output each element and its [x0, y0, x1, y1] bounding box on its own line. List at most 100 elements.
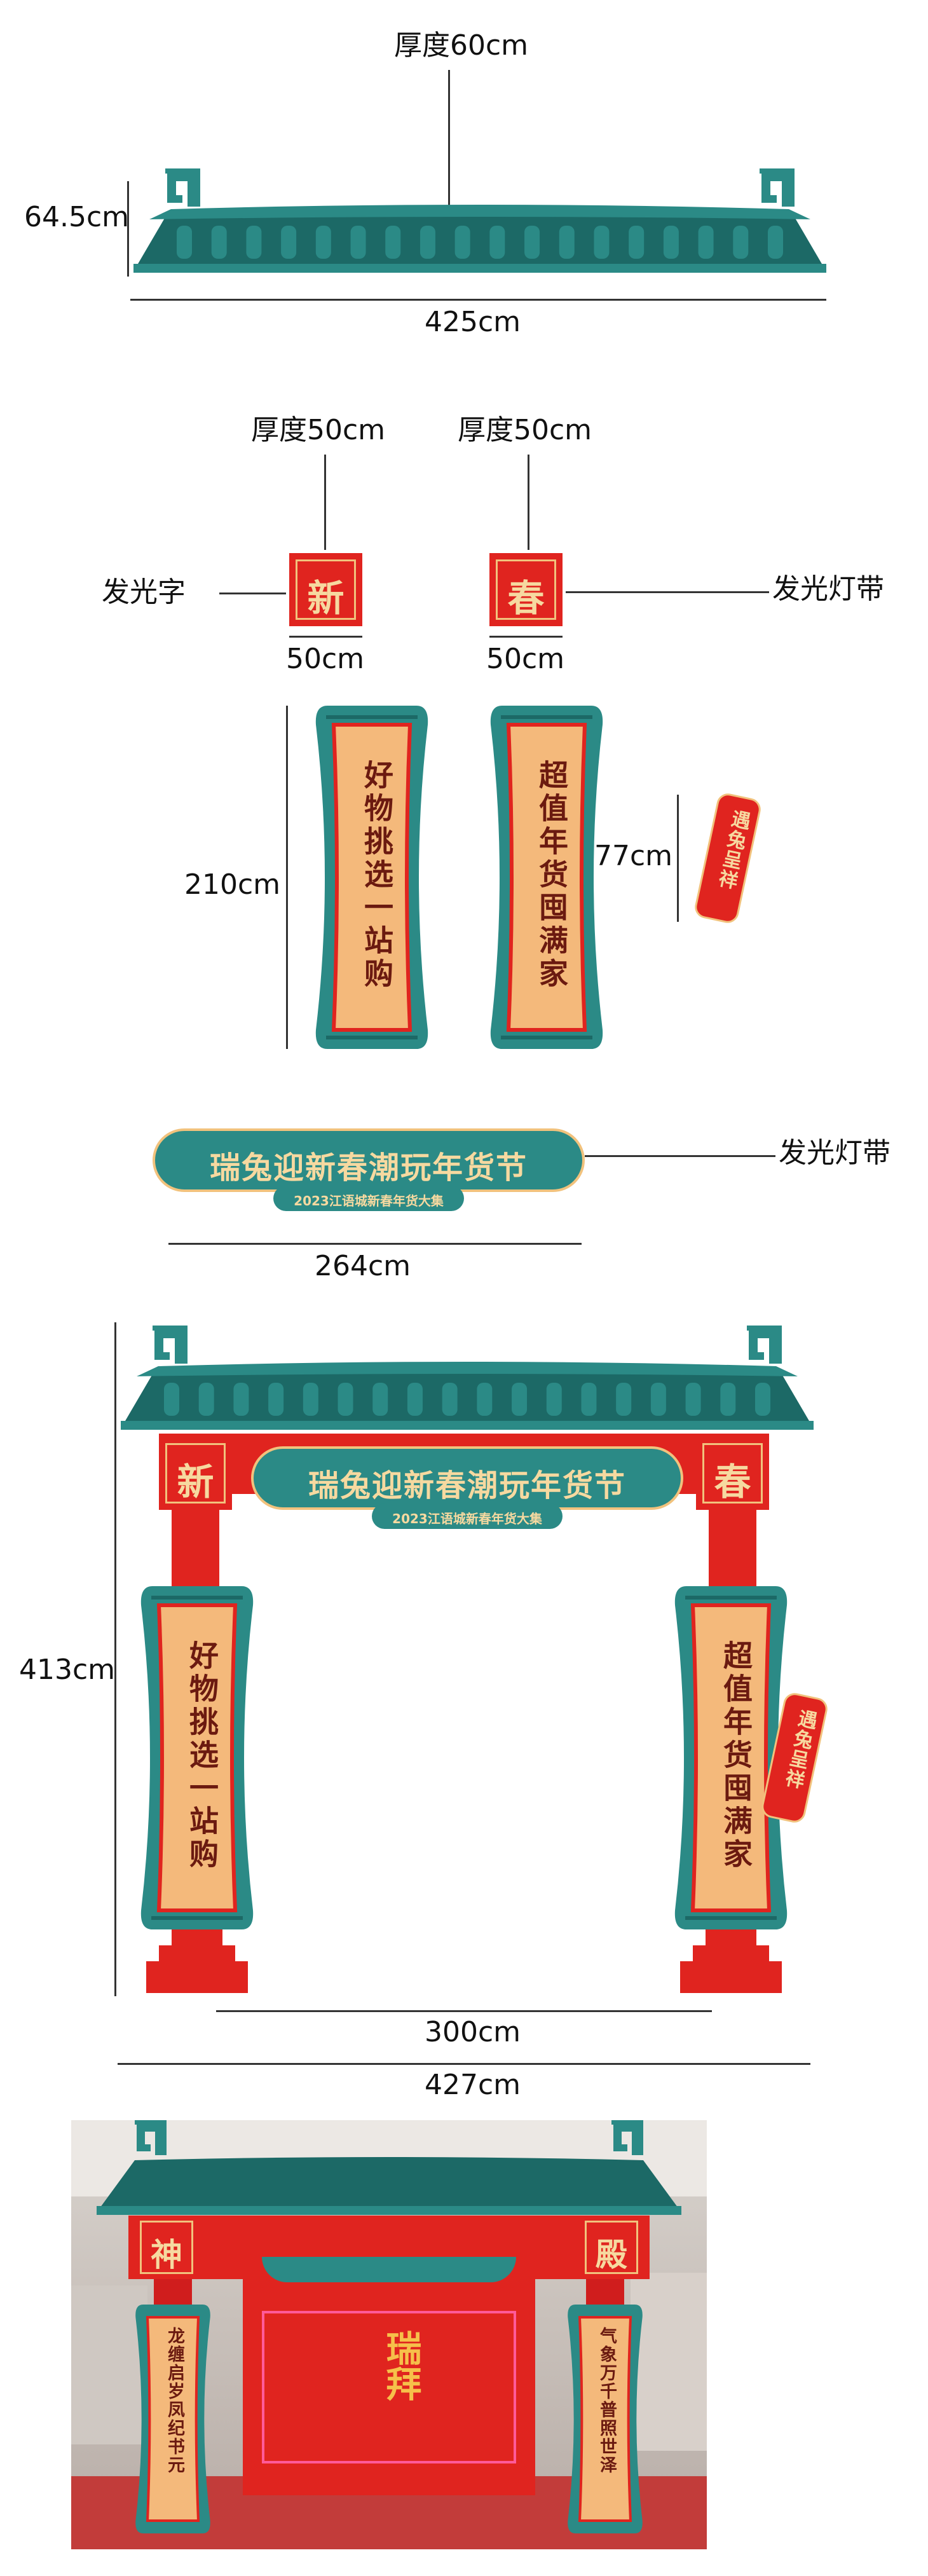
- banner-title: 瑞兔迎新春潮玩年货节: [209, 1150, 528, 1186]
- tag-height-line: [677, 795, 679, 922]
- glow-char-leader: [219, 593, 286, 594]
- gate-inner-width-line: [216, 2010, 712, 2012]
- pillar-right: [490, 706, 603, 1049]
- gate-char-right: 春: [714, 1460, 751, 1504]
- roof-width-label: 425cm: [425, 306, 521, 338]
- lantern-left-thickness-leader: [324, 455, 326, 550]
- photo-sign-right: 殿: [580, 2216, 643, 2279]
- lantern-left-thickness-label: 厚度50cm: [251, 414, 386, 446]
- roof-tile: [663, 226, 679, 259]
- gate-pillar-left: [140, 1586, 254, 1929]
- roof-tile: [559, 226, 575, 259]
- banner-width-line: [168, 1243, 582, 1245]
- roof-tile: [524, 226, 540, 259]
- roof-tile: [372, 1383, 388, 1416]
- roof-tile: [489, 226, 505, 259]
- roof-tile: [650, 1383, 666, 1416]
- photo-pillar-left: [135, 2305, 210, 2533]
- gate-pillar-left-text: 好物挑选一站购: [185, 1640, 219, 1872]
- light-strip-leader-1: [566, 591, 769, 593]
- roof-tile: [616, 1383, 632, 1416]
- roof-tile: [303, 1383, 318, 1416]
- roof-tile: [198, 1383, 214, 1416]
- roof-tile: [685, 1383, 701, 1416]
- roof-tile: [733, 226, 749, 259]
- gate-height-line: [114, 1322, 116, 1996]
- gate-outer-width-label: 427cm: [425, 2069, 521, 2101]
- banner-sign: 瑞兔迎新春潮玩年货节 2023江语城新春年货大集: [153, 1128, 585, 1214]
- roof-tile: [629, 226, 645, 259]
- tag-height-label: 77cm: [594, 840, 673, 872]
- roof-tile: [442, 1383, 458, 1416]
- roof-tile: [268, 1383, 284, 1416]
- lantern-left-width-line: [289, 636, 362, 638]
- pillar-right-text: 超值年货囤满家: [535, 760, 569, 991]
- gate-banner-subtitle: 2023江语城新春年货大集: [392, 1511, 542, 1526]
- roof-tile: [233, 1383, 249, 1416]
- lantern-sign-chun: 春: [489, 553, 563, 626]
- roof-tile: [581, 1383, 597, 1416]
- lantern-right-width-label: 50cm: [486, 643, 565, 675]
- roof-tile: [755, 1383, 770, 1416]
- pillar-height-label: 210cm: [184, 868, 281, 901]
- roof-tile: [454, 226, 470, 259]
- lantern-right-thickness-label: 厚度50cm: [458, 414, 592, 446]
- banner-subtitle: 2023江语城新春年货大集: [294, 1193, 444, 1209]
- roof-thickness-label: 厚度60cm: [394, 29, 529, 62]
- pillar-left: [315, 706, 428, 1049]
- roof-tile: [177, 226, 192, 259]
- roof-graphic: [133, 168, 826, 273]
- lantern-char-xin: 新: [307, 577, 345, 620]
- roof-tile: [477, 1383, 493, 1416]
- pillar-left-text: 好物挑选一站购: [360, 760, 394, 991]
- roof-tile: [211, 226, 227, 259]
- light-strip-leader-2: [585, 1155, 775, 1157]
- roof-tile: [350, 226, 366, 259]
- photo-pillar-right: [568, 2305, 643, 2533]
- gate-inner-width-label: 300cm: [425, 2016, 521, 2048]
- roof-tile: [281, 226, 297, 259]
- roof-tile: [512, 1383, 528, 1416]
- gate-sign-right: 春: [696, 1437, 769, 1510]
- gate-banner-title: 瑞兔迎新春潮玩年货节: [308, 1468, 626, 1504]
- lantern-right-thickness-leader: [528, 455, 529, 550]
- lantern-sign-xin: 新: [289, 553, 362, 626]
- roof-tile: [338, 1383, 353, 1416]
- pillar-height-line: [286, 706, 288, 1049]
- lantern-left-width-label: 50cm: [286, 643, 365, 675]
- photo-char-right: 殿: [596, 2236, 627, 2273]
- lantern-right-width-line: [489, 636, 563, 638]
- light-strip-label-2: 发光灯带: [779, 1137, 890, 1169]
- roof-tile: [246, 226, 262, 259]
- roof-tile: [420, 226, 435, 259]
- roof-tile: [315, 226, 331, 259]
- gate-base-right: [680, 1929, 782, 1993]
- installation-photo: 瑞拜 神 殿 龙缠启岁凤纪书元 气象万千普照世泽: [71, 2120, 707, 2549]
- roof-tile: [407, 1383, 423, 1416]
- gate-sign-left: 新: [159, 1437, 232, 1510]
- tag-text: 遇兔呈祥: [713, 807, 752, 892]
- roof-tile: [164, 1383, 179, 1416]
- roof-height-line: [127, 181, 129, 277]
- roof-tile: [385, 226, 401, 259]
- tag-rabbit: 遇兔呈祥: [692, 791, 763, 926]
- light-strip-label-1: 发光灯带: [772, 573, 884, 605]
- gate-pillar-right: [674, 1586, 788, 1929]
- roof-tile: [546, 1383, 562, 1416]
- gate-height-label: 413cm: [19, 1654, 116, 1686]
- gate-pillar-right-text: 超值年货囤满家: [719, 1640, 753, 1872]
- roof-thickness-leader: [448, 70, 450, 219]
- photo-center-text: 瑞拜: [380, 2330, 422, 2401]
- photo-pillar-left-text: 龙缠启岁凤纪书元: [165, 2327, 184, 2474]
- lantern-char-chun: 春: [507, 577, 545, 620]
- banner-width-label: 264cm: [315, 1250, 411, 1282]
- roof-tile: [720, 1383, 736, 1416]
- roof-width-line: [130, 299, 826, 301]
- glow-char-label: 发光字: [102, 576, 186, 608]
- gate-outer-width-line: [118, 2063, 810, 2065]
- gate-banner: 瑞兔迎新春潮玩年货节 2023江语城新春年货大集: [251, 1446, 683, 1532]
- roof-tile: [594, 226, 610, 259]
- photo-pillar-right-text: 气象万千普照世泽: [597, 2327, 617, 2474]
- photo-char-left: 神: [151, 2236, 182, 2273]
- gate-base-left: [146, 1929, 248, 1993]
